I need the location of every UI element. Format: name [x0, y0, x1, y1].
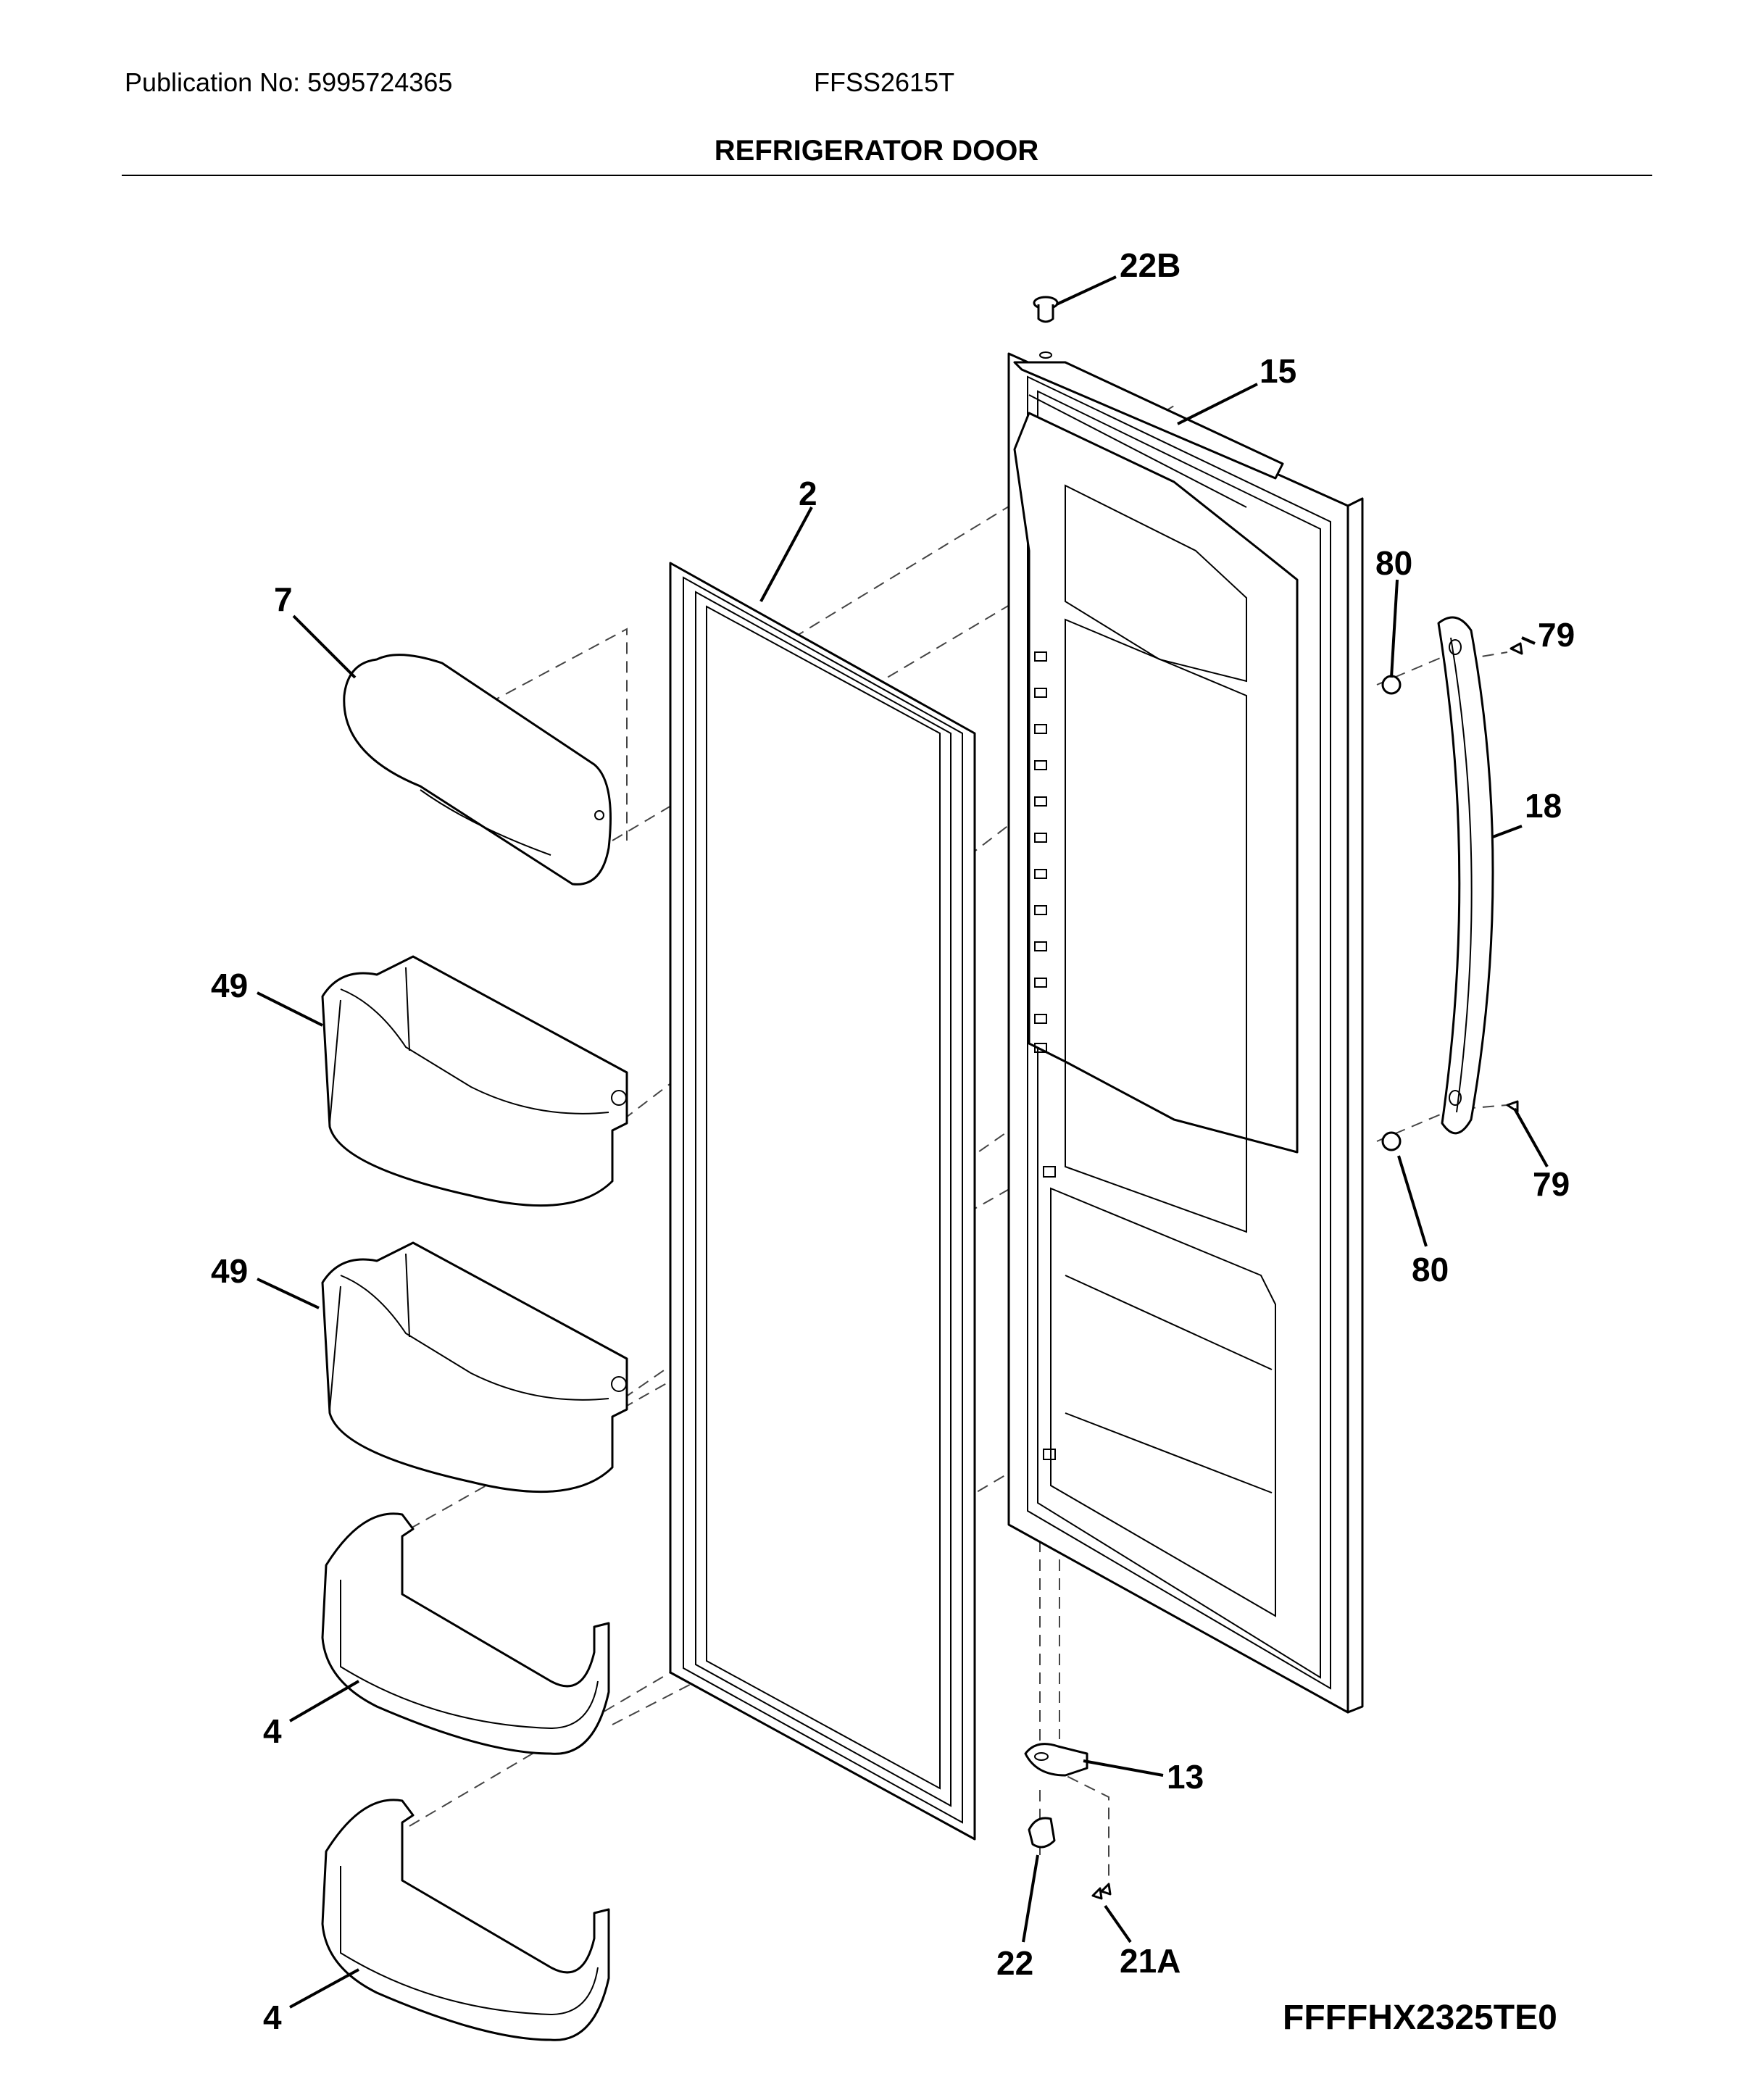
door-shelf-upper: [321, 1512, 610, 1755]
lower-hinge-bushing: [1028, 1817, 1056, 1849]
leader-lines: [257, 275, 1549, 2009]
top-hinge-bushing: [1033, 296, 1059, 359]
callout-80-top: 80: [1375, 544, 1412, 582]
callout-labels: 22B 15 2 7 80 79 18 49 49 79 80 4 13 22 …: [211, 246, 1575, 2036]
callout-22B: 22B: [1120, 246, 1181, 284]
hinge-screws: [1091, 1883, 1112, 1900]
door-gasket: [669, 562, 976, 1841]
door-handle: [1437, 616, 1494, 1135]
callout-80-bottom: 80: [1412, 1251, 1449, 1288]
callout-18: 18: [1525, 787, 1562, 825]
callout-4-top: 4: [263, 1712, 282, 1750]
callout-13: 13: [1167, 1758, 1204, 1796]
callout-49-top: 49: [211, 967, 248, 1004]
callout-7: 7: [274, 580, 293, 618]
callout-2: 2: [799, 475, 817, 512]
lower-hinge-bracket: [1024, 1743, 1088, 1777]
section-title: REFRIGERATOR DOOR: [714, 135, 1039, 167]
callout-4-bottom: 4: [263, 1999, 282, 2036]
model-number: FFSS2615T: [814, 67, 955, 97]
callout-15: 15: [1259, 352, 1296, 390]
publication-number: Publication No: 5995724365: [125, 67, 453, 97]
door-bin-lower: [321, 1241, 628, 1493]
callout-79-bottom: 79: [1533, 1165, 1570, 1203]
callout-79-top: 79: [1538, 616, 1575, 654]
door-shelf-lower: [321, 1799, 610, 2041]
door-bin-upper: [321, 955, 628, 1207]
header-divider: [122, 175, 1652, 176]
callout-21A: 21A: [1120, 1942, 1181, 1980]
door-assembly: [1007, 352, 1364, 1714]
door-shelf-supports: [1034, 651, 1056, 1460]
callout-49-bottom: 49: [211, 1252, 248, 1290]
dairy-bin: [343, 654, 612, 886]
figure-reference: FFFFHX2325TE0: [1283, 1999, 1557, 2037]
callout-22: 22: [996, 1944, 1033, 1982]
